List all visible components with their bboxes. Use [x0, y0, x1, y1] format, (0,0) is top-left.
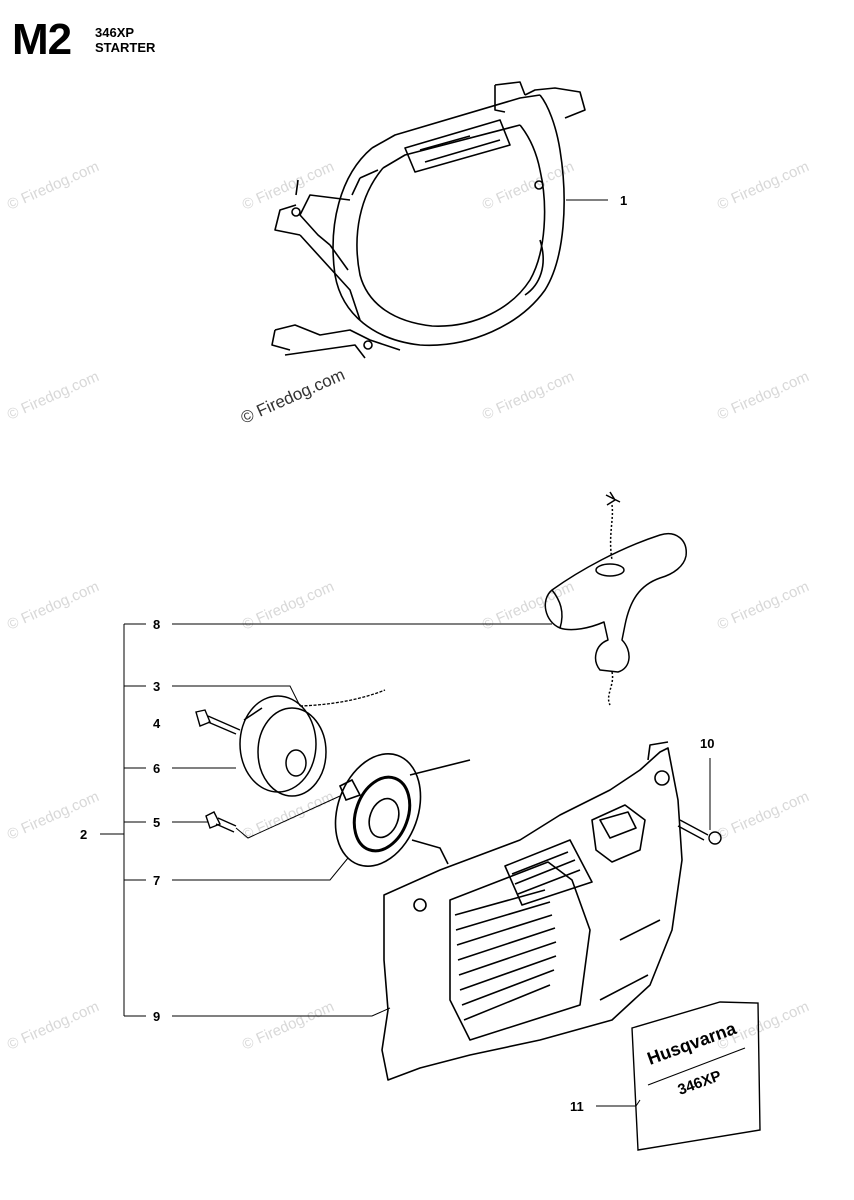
- callout-1: 1: [620, 193, 627, 208]
- watermark: © Firedog.com: [5, 368, 102, 424]
- watermark: © Firedog.com: [5, 998, 102, 1054]
- watermark: © Firedog.com: [5, 578, 102, 634]
- part-9-starter-cover: [381, 741, 683, 1081]
- part-7-spring-cassette: [334, 753, 449, 867]
- watermark: © Firedog.com: [5, 158, 102, 214]
- part-5-screw: [205, 811, 237, 833]
- part-10-screw: [677, 819, 722, 845]
- watermark-grid: © Firedog.com © Firedog.com © Firedog.co…: [5, 158, 812, 1054]
- watermark: © Firedog.com: [480, 578, 577, 634]
- leader-lines: [172, 623, 711, 1107]
- part-8-starter-handle: [544, 491, 687, 706]
- callout-8: 8: [153, 617, 160, 632]
- watermark: © Firedog.com: [480, 368, 577, 424]
- watermark: © Firedog.com: [715, 578, 812, 634]
- watermark: © Firedog.com: [240, 998, 337, 1054]
- watermark: © Firedog.com: [715, 788, 812, 844]
- assembly-bracket: [100, 623, 146, 1017]
- callout-10: 10: [700, 736, 714, 751]
- part-6-pulley: [239, 695, 327, 797]
- model-number: 346XP: [95, 25, 135, 40]
- part-11-decal: Husqvarna 346XP: [631, 1001, 761, 1151]
- callout-11: 11: [570, 1099, 584, 1114]
- watermark: © Firedog.com: [715, 158, 812, 214]
- watermark: © Firedog.com: [240, 578, 337, 634]
- callout-5: 5: [153, 815, 160, 830]
- callout-3: 3: [153, 679, 160, 694]
- page-title: STARTER: [95, 40, 156, 55]
- part-1-housing: [271, 81, 586, 359]
- part-4-screw: [195, 709, 241, 735]
- watermark: © Firedog.com: [240, 158, 337, 214]
- callout-2: 2: [80, 827, 87, 842]
- watermark-overlay: © Firedog.com: [238, 365, 348, 428]
- callout-7: 7: [153, 873, 160, 888]
- callout-9: 9: [153, 1009, 160, 1024]
- watermark: © Firedog.com: [715, 368, 812, 424]
- callout-4: 4: [153, 716, 161, 731]
- page-code: M2: [12, 15, 72, 64]
- callout-6: 6: [153, 761, 160, 776]
- part-3-rope: [299, 689, 386, 707]
